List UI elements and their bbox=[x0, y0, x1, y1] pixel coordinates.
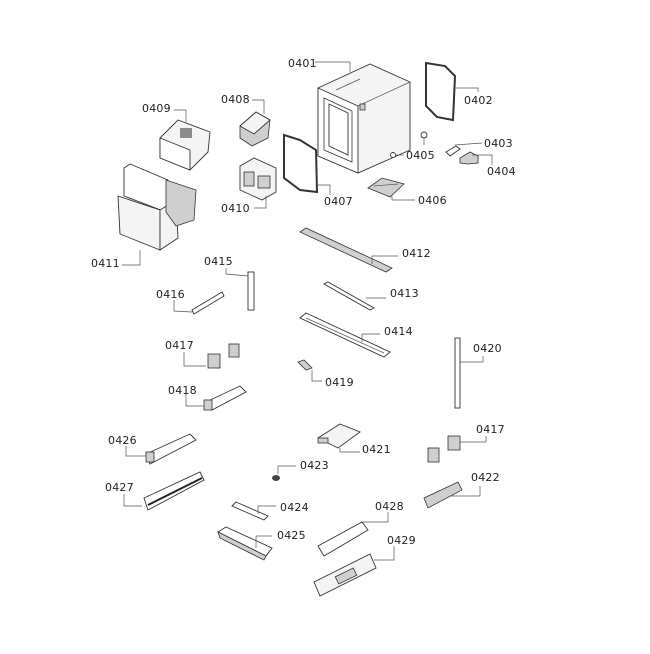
part-label-0422: 0422 bbox=[471, 471, 500, 484]
part-label-0411: 0411 bbox=[91, 257, 120, 270]
part-0412-rail bbox=[299, 227, 398, 273]
part-0403-clip bbox=[445, 142, 483, 157]
part-label-0403: 0403 bbox=[484, 137, 513, 150]
part-0406-tray bbox=[367, 177, 415, 201]
part-0413-strip bbox=[323, 281, 386, 311]
part-label-0427: 0427 bbox=[105, 481, 134, 494]
part-label-0405: 0405 bbox=[406, 149, 435, 162]
part-0427-handle bbox=[123, 471, 205, 511]
part-label-0409: 0409 bbox=[142, 102, 171, 115]
part-label-0423: 0423 bbox=[300, 459, 329, 472]
part-label-0412: 0412 bbox=[402, 247, 431, 260]
part-0415-bracket bbox=[225, 268, 255, 311]
part-label-0416: 0416 bbox=[156, 288, 185, 301]
part-label-0429: 0429 bbox=[387, 534, 416, 547]
part-0409-icemaker bbox=[159, 109, 211, 171]
part-0417-pad-left bbox=[183, 343, 240, 369]
part-0410-motor bbox=[239, 157, 277, 209]
part-label-0406: 0406 bbox=[418, 194, 447, 207]
part-0419-clip bbox=[297, 359, 322, 382]
part-0418-latch bbox=[185, 385, 247, 411]
part-label-0417: 0417 bbox=[165, 339, 194, 352]
part-label-0410: 0410 bbox=[221, 202, 250, 215]
part-0407-gasket bbox=[283, 133, 331, 195]
part-0417-pad-right bbox=[427, 435, 487, 463]
part-label-0402: 0402 bbox=[464, 94, 493, 107]
part-label-0418: 0418 bbox=[168, 384, 197, 397]
part-label-0404: 0404 bbox=[487, 165, 516, 178]
part-0425-tray bbox=[217, 526, 273, 561]
part-0429-bracket bbox=[313, 546, 395, 597]
part-0401-housing bbox=[315, 61, 411, 174]
part-0408-cover bbox=[239, 99, 271, 147]
part-label-0401: 0401 bbox=[288, 57, 317, 70]
part-0405-screw bbox=[390, 131, 428, 158]
part-0428-bracket bbox=[317, 512, 389, 557]
part-label-0407: 0407 bbox=[324, 195, 353, 208]
part-0402-gasket bbox=[425, 61, 479, 122]
part-label-0428: 0428 bbox=[375, 500, 404, 513]
part-label-0421: 0421 bbox=[362, 443, 391, 456]
part-0411-dispenser bbox=[117, 163, 197, 266]
part-0416-bar bbox=[173, 291, 225, 315]
part-0404-bracket bbox=[459, 151, 493, 165]
part-label-0415: 0415 bbox=[204, 255, 233, 268]
part-label-0420: 0420 bbox=[473, 342, 502, 355]
part-0421-board bbox=[317, 423, 361, 453]
part-label-0424: 0424 bbox=[280, 501, 309, 514]
part-label-0425: 0425 bbox=[277, 529, 306, 542]
part-0420-rail bbox=[454, 337, 484, 409]
part-label-0413: 0413 bbox=[390, 287, 419, 300]
part-label-0419: 0419 bbox=[325, 376, 354, 389]
part-0424-strip bbox=[231, 501, 276, 521]
part-0414-frame bbox=[299, 312, 391, 358]
part-label-0426: 0426 bbox=[108, 434, 137, 447]
part-0423-knob bbox=[272, 465, 296, 481]
part-label-0417-right: 0417 bbox=[476, 423, 505, 436]
part-label-0408: 0408 bbox=[221, 93, 250, 106]
part-0422-hinge bbox=[423, 481, 481, 509]
part-0426-handle bbox=[125, 433, 197, 465]
part-label-0414: 0414 bbox=[384, 325, 413, 338]
